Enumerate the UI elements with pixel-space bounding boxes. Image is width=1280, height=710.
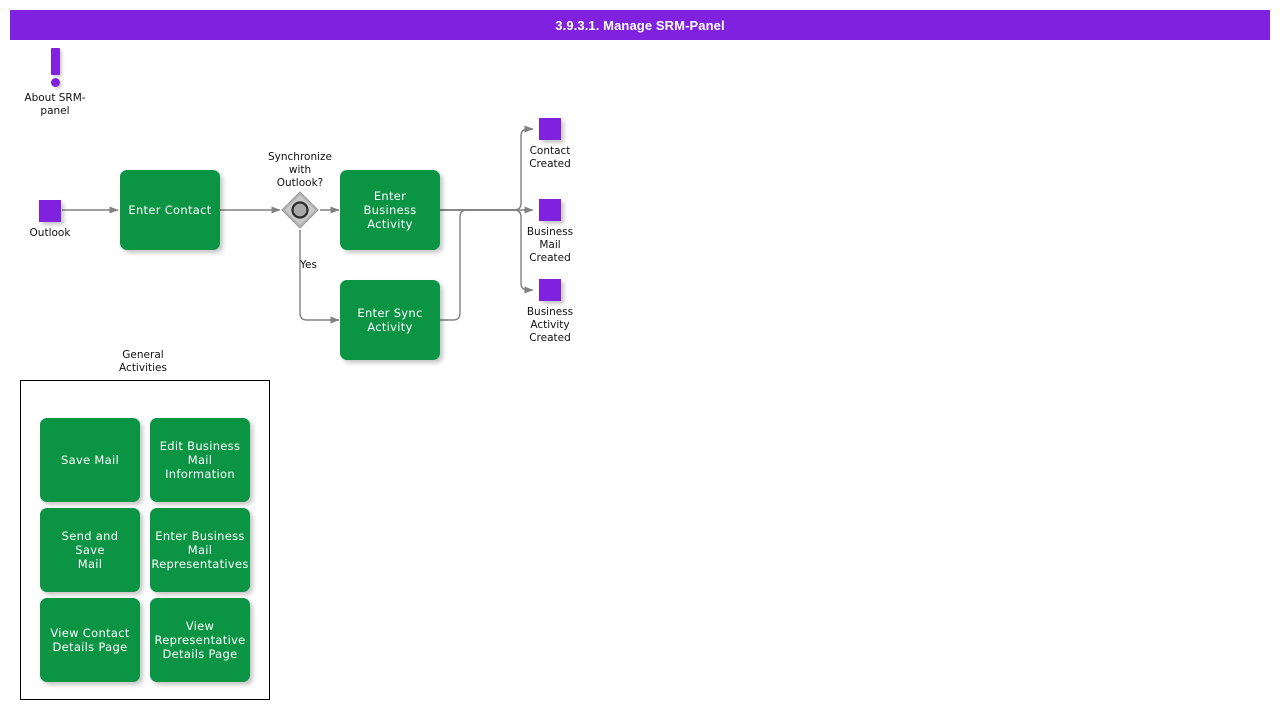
task-label: Enter Business Mail Representatives [151,529,249,571]
end-event-label: Business Activity Created [526,306,574,344]
task-view-representative-details-page[interactable]: View Representative Details Page [150,598,250,682]
event-square-icon [539,199,561,221]
task-label: Save Mail [61,453,119,467]
task-label: Enter Sync Activity [357,306,423,334]
task-enter-contact[interactable]: Enter Contact [120,170,220,250]
event-square-icon [539,118,561,140]
event-based-gateway[interactable] [281,191,319,229]
task-view-contact-details-page[interactable]: View Contact Details Page [40,598,140,682]
task-send-and-save-mail[interactable]: Send and Save Mail [40,508,140,592]
task-label: Edit Business Mail Information [159,439,241,481]
task-edit-business-mail-information[interactable]: Edit Business Mail Information [150,418,250,502]
gateway-label: Synchronize with Outlook? [267,151,332,189]
start-event-label: Outlook [29,227,71,239]
start-event-outlook[interactable]: Outlook [5,200,95,240]
end-event-contact-created[interactable]: Contact Created [505,118,595,171]
end-event-label: Business Mail Created [526,226,574,264]
task-enter-business-mail-representatives[interactable]: Enter Business Mail Representatives [150,508,250,592]
task-label: Enter Business Activity [363,189,417,231]
page-title: 3.9.3.1. Manage SRM-Panel [555,17,725,33]
annotation-label: About SRM- panel [24,92,86,117]
end-event-label: Contact Created [529,145,571,170]
task-label: View Contact Details Page [50,626,130,654]
edge-gateway-to-sync-activity [299,230,340,324]
exclamation-icon [50,48,60,75]
about-srm-panel-annotation: About SRM- panel [14,48,96,118]
task-enter-sync-activity[interactable]: Enter Sync Activity [340,280,440,360]
task-enter-business-activity[interactable]: Enter Business Activity [340,170,440,250]
task-label: Enter Contact [128,203,212,217]
exclamation-dot-icon [50,78,60,87]
event-square-icon [39,200,61,222]
page-header-bar: 3.9.3.1. Manage SRM-Panel [10,10,1270,40]
task-save-mail[interactable]: Save Mail [40,418,140,502]
end-event-business-mail-created[interactable]: Business Mail Created [505,199,595,265]
general-activities-label: General Activities [119,349,167,374]
flow-label-yes: Yes [300,259,317,271]
task-label: View Representative Details Page [154,619,246,661]
general-activities-grid: Save Mail Edit Business Mail Information… [40,418,252,682]
edge-sync-activity-merge [440,209,514,321]
event-square-icon [539,279,561,301]
task-label: Send and Save Mail [61,529,119,571]
end-event-business-activity-created[interactable]: Business Activity Created [505,279,595,345]
